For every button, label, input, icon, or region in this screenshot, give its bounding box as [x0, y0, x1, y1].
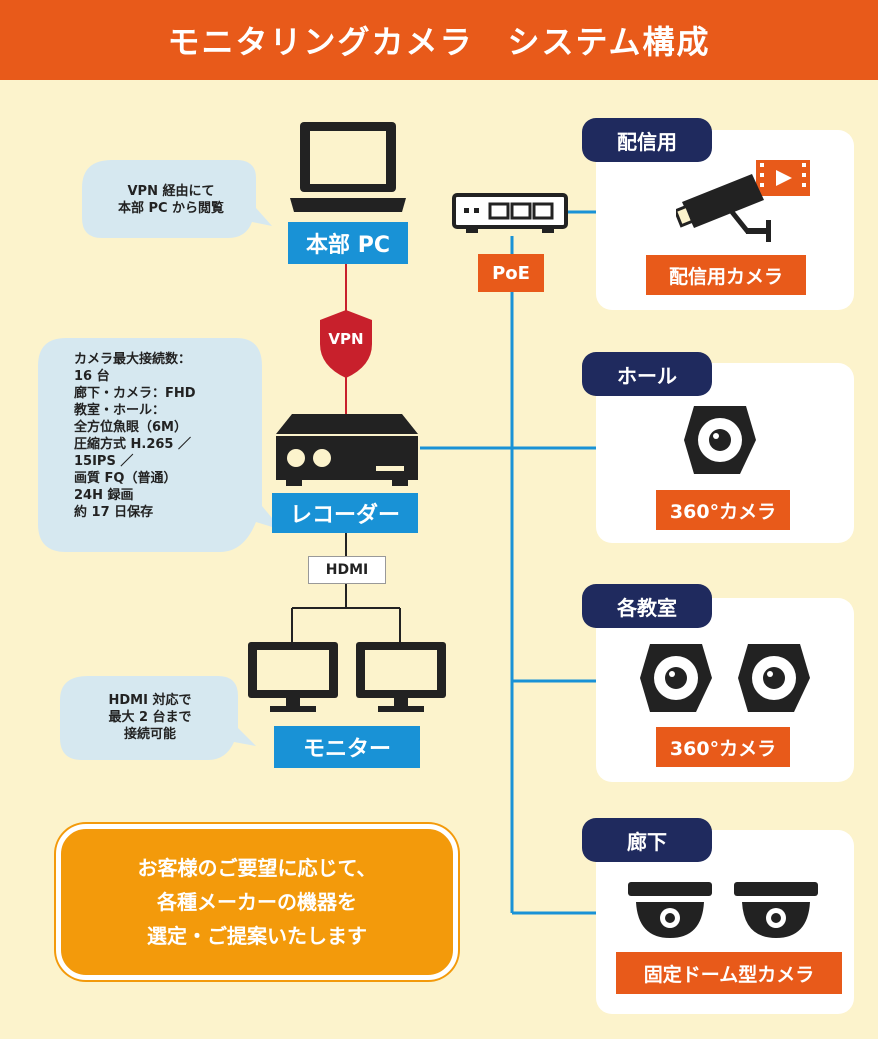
fisheye-camera-icon — [684, 406, 756, 474]
poe-switch-icon — [452, 193, 568, 233]
fisheye-camera-icon — [640, 644, 712, 712]
hall-camera-label: 360°カメラ — [656, 490, 790, 530]
hdmi-label: HDMI — [308, 556, 386, 584]
classroom-tab: 各教室 — [582, 584, 712, 628]
fisheye-camera-icon — [738, 644, 810, 712]
hallway-tab: 廊下 — [582, 818, 712, 862]
pc-note: VPN 経由にて本部 PC から閲覧 — [117, 184, 225, 216]
vpn-shield-icon — [320, 310, 372, 378]
dome-camera-icon — [734, 882, 818, 938]
video-camera-icon — [676, 160, 810, 242]
pc-label: 本部 PC — [288, 222, 408, 264]
streaming-camera-label: 配信用カメラ — [646, 255, 806, 295]
proposal-note: お客様のご要望に応じて、 各種メーカーの機器を 選定・ご提案いたします — [56, 824, 458, 980]
monitor-icon — [248, 642, 338, 712]
monitor-note: HDMI 対応で最大 2 台まで接続可能 — [108, 693, 192, 742]
hallway-camera-label: 固定ドーム型カメラ — [616, 952, 842, 994]
classroom-camera-label: 360°カメラ — [656, 727, 790, 767]
recorder-label: レコーダー — [272, 493, 418, 533]
hall-tab: ホール — [582, 352, 712, 396]
laptop-icon — [290, 122, 406, 212]
monitor-label: モニター — [274, 726, 420, 768]
dome-camera-icon — [628, 882, 712, 938]
vpn-label: VPN — [328, 330, 364, 348]
recorder-icon — [276, 414, 418, 486]
streaming-tab: 配信用 — [582, 118, 712, 162]
poe-label: PoE — [478, 254, 544, 292]
page-title: モニタリングカメラ システム構成 — [0, 0, 878, 80]
monitor-icon — [356, 642, 446, 712]
